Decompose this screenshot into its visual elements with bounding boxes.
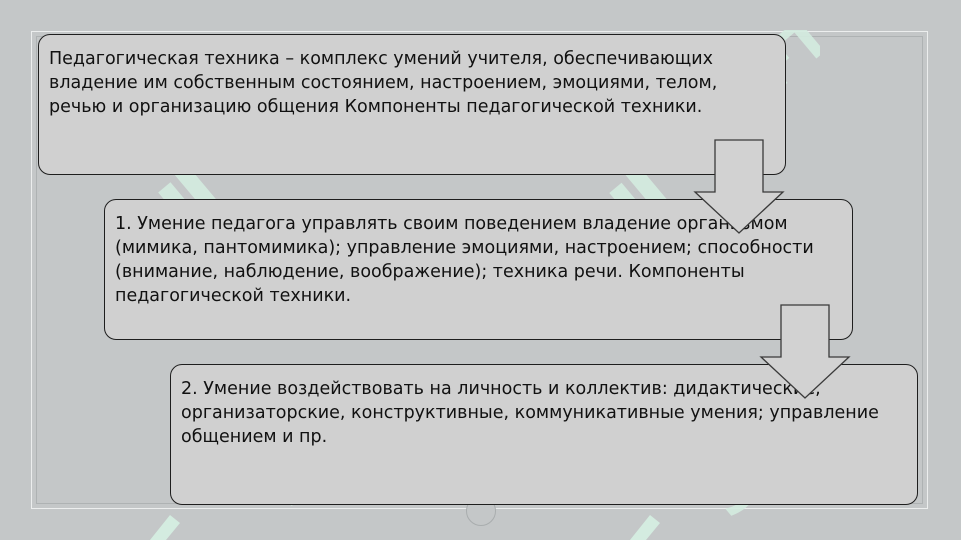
down-arrow-icon bbox=[693, 139, 785, 234]
watermark-logo bbox=[150, 515, 180, 540]
watermark-logo bbox=[630, 515, 660, 540]
step-text-2: 1. Умение педагога управлять своим повед… bbox=[115, 214, 814, 306]
step-text-3: 2. Умение воздействовать на личность и к… bbox=[181, 379, 879, 447]
step-text-1: Педагогическая техника – комплекс умений… bbox=[49, 49, 718, 117]
step-box-2: 1. Умение педагога управлять своим повед… bbox=[104, 199, 853, 340]
step-box-1: Педагогическая техника – комплекс умений… bbox=[38, 34, 786, 175]
down-arrow-icon bbox=[759, 304, 851, 399]
